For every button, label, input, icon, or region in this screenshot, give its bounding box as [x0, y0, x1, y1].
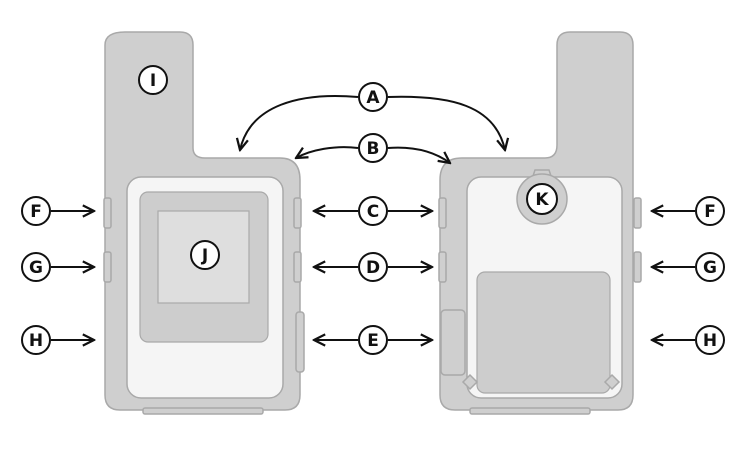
device-back — [438, 31, 642, 415]
callout-label: K — [535, 190, 549, 210]
callout-label: A — [366, 88, 380, 108]
side-button-back-left-upper — [438, 197, 447, 229]
bottom-port-back — [469, 407, 591, 415]
corner-screw-left — [461, 373, 479, 391]
usb-flap-back — [440, 309, 466, 376]
callout-label: H — [29, 331, 43, 351]
callout-f-right: F — [695, 196, 725, 226]
callout-label: G — [29, 258, 43, 278]
side-button-left-upper — [103, 197, 112, 229]
callout-a: A — [358, 82, 388, 112]
callout-label: I — [150, 71, 156, 91]
side-button-back-right-upper — [633, 197, 642, 229]
side-button-left-lower — [103, 251, 112, 283]
callout-i: I — [138, 65, 168, 95]
callout-f-left: F — [21, 196, 51, 226]
callout-g-left: G — [21, 252, 51, 282]
callout-label: B — [367, 139, 380, 159]
callout-label: C — [367, 202, 379, 222]
arrow-b-right — [387, 146, 450, 163]
side-button-right-lower — [293, 251, 302, 283]
arrow-a-left — [240, 95, 359, 150]
callout-h-right: H — [695, 325, 725, 355]
callout-e: E — [358, 325, 388, 355]
callout-h-left: H — [21, 325, 51, 355]
arrow-a-right — [387, 95, 505, 150]
callout-c: C — [358, 196, 388, 226]
side-button-right-upper — [293, 197, 302, 229]
side-button-back-right-lower — [633, 251, 642, 283]
callout-k: K — [526, 183, 558, 215]
bottom-port-front — [142, 407, 264, 415]
arrow-b-left — [296, 146, 359, 158]
callout-g-right: G — [695, 252, 725, 282]
callout-d: D — [358, 252, 388, 282]
callout-label: H — [703, 331, 717, 351]
usb-flap — [295, 311, 305, 373]
side-button-back-left-lower — [438, 251, 447, 283]
callout-label: F — [704, 202, 716, 222]
device-front — [103, 31, 305, 415]
callout-b: B — [358, 133, 388, 163]
callout-label: G — [703, 258, 717, 278]
callout-label: F — [30, 202, 42, 222]
callout-label: D — [366, 258, 380, 278]
callout-j: J — [190, 240, 220, 270]
corner-screw-right — [603, 373, 621, 391]
back-label-area — [476, 271, 611, 394]
callout-label: E — [367, 331, 379, 351]
callout-label: J — [201, 246, 208, 266]
callout-arrows — [51, 95, 695, 340]
